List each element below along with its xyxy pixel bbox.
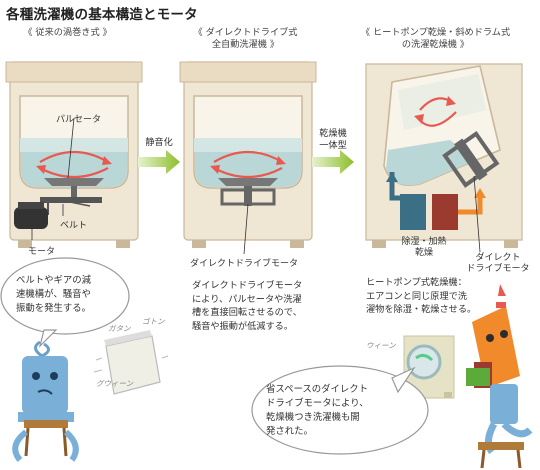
middle-description: ダイレクトドライブモータ により、パルセータや洗濯 槽を直接回転させるので、 騒…	[192, 280, 303, 332]
belt-label: ベルト	[60, 221, 88, 231]
drum-rotation-arrows	[414, 96, 457, 127]
arrow-label-quieter: 静音化	[145, 137, 173, 148]
rotation-arrows-middle	[210, 151, 286, 178]
dd-motor-leader	[243, 203, 249, 255]
bubble-left-text: ベルトやギアの減 速機構が、騒音や 振動を発生する。	[16, 275, 92, 314]
bubble-right-text: 省スペースのダイレクト ドライブモータにより、 乾燥機つき洗濯機も開 発された。	[266, 384, 369, 437]
page-title: 各種洗濯機の基本構造とモータ	[6, 7, 198, 23]
speech-bubble-right	[251, 365, 429, 455]
caption-conventional: 《 従来の渦巻き式 》	[23, 27, 112, 38]
drum-motor-shape	[442, 130, 500, 188]
sfx-gatan: ガタン	[108, 324, 131, 333]
arrow-quieter	[138, 150, 180, 174]
pulsator-shape	[44, 178, 104, 200]
character-right	[466, 284, 533, 469]
dd-motor-label: ダイレクトドライブモータ	[190, 259, 299, 269]
motor-label: モータ	[28, 247, 56, 257]
caption-heat-pump: 《 ヒートポンプ乾燥・斜めドラム式 の洗濯乾燥機 》	[360, 27, 511, 50]
drum-motor-leader	[473, 175, 481, 253]
speech-bubble-left	[0, 257, 130, 348]
heat-pump-unit	[386, 172, 486, 230]
caption-direct-drive: 《 ダイレクトドライブ式 全自動洗濯機 》	[193, 27, 298, 50]
rotation-arrows-left	[36, 151, 112, 178]
sfx-goton: ゴトン	[142, 317, 165, 326]
pulsator-label: パルセータ	[56, 115, 102, 125]
dehumidify-label: 除湿・加熱 乾燥	[401, 237, 447, 258]
character-left	[12, 340, 79, 462]
pulsator-leader	[67, 117, 75, 179]
drum-motor-label: ダイレクト ドライブモータ	[466, 253, 530, 274]
arrow-label-dryer: 乾燥機 一体型	[319, 128, 347, 151]
arrow-dryer-integrated	[312, 150, 354, 174]
direct-drive-washer	[179, 61, 317, 248]
sfx-guwiin: グウィーン	[96, 379, 134, 388]
sfx-wiin: ウィーン	[366, 341, 396, 350]
right-description: ヒートポンプ式乾燥機： エアコンと同じ原理で洗 濯物を除湿・乾燥させる。	[366, 277, 477, 315]
motor-shape	[14, 202, 48, 229]
noisy-washer	[93, 330, 169, 395]
